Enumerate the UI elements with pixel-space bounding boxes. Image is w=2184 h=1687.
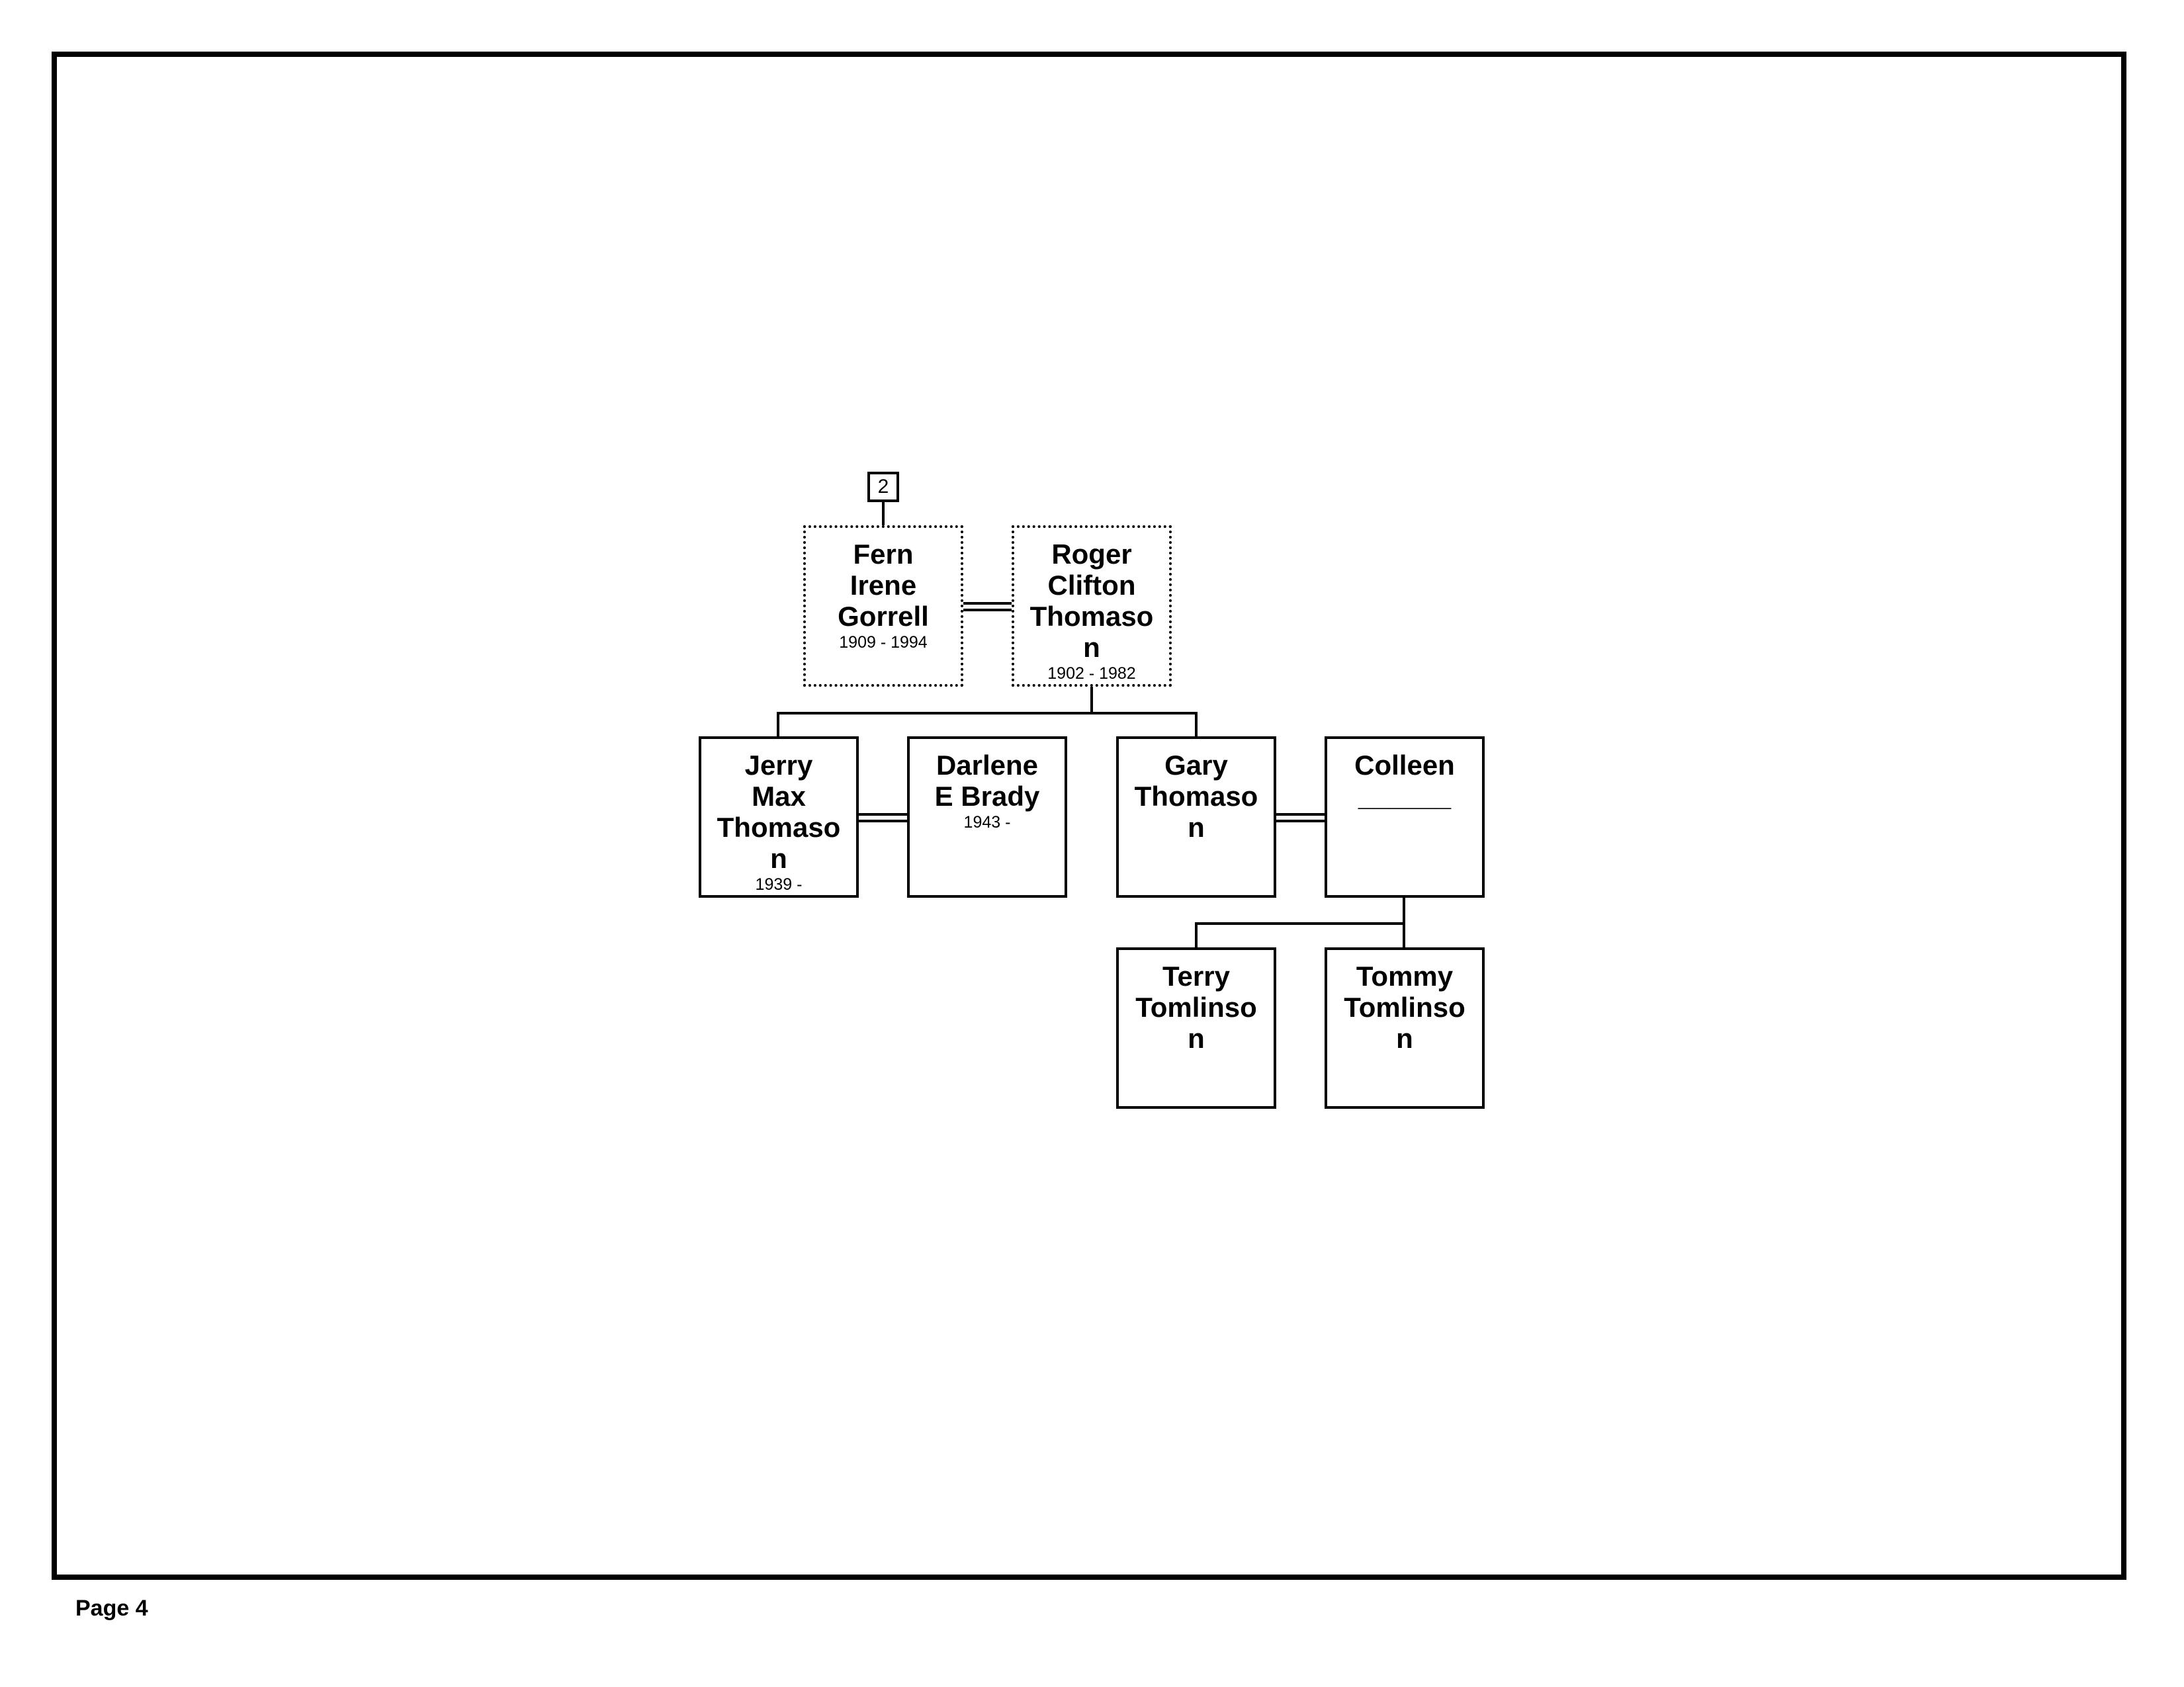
person-dates: 1943 - (963, 813, 1011, 832)
person-box-darlene-brady[interactable]: Darlene E Brady 1943 - (907, 736, 1067, 898)
marriage-line-jerry-darlene-top (858, 813, 908, 816)
person-box-gary-thomason[interactable]: Gary Thomaso n (1116, 736, 1276, 898)
person-name: Jerry Max Thomaso n (717, 750, 841, 874)
person-name: Colleen ______ (1354, 750, 1455, 812)
person-box-fern-gorrell[interactable]: Fern Irene Gorrell 1909 - 1994 (803, 525, 963, 687)
person-name: Roger Clifton Thomaso n (1029, 539, 1154, 663)
child-line-tommy (1403, 922, 1405, 949)
person-name: Tommy Tomlinso n (1344, 961, 1465, 1054)
person-name: Fern Irene Gorrell (838, 539, 929, 632)
child-line-jerry (777, 712, 779, 738)
person-name: Terry Tomlinso n (1135, 961, 1257, 1054)
marriage-line-gary-colleen-bottom (1276, 820, 1325, 822)
person-name: Gary Thomaso n (1134, 750, 1258, 843)
reference-marker[interactable]: 2 (867, 472, 899, 502)
marriage-line-fern-roger-bottom (962, 609, 1012, 611)
person-name: Darlene E Brady (934, 750, 1040, 812)
page-frame (52, 52, 2126, 1580)
descent-line-roger (1090, 686, 1093, 713)
person-box-tommy-tomlinson[interactable]: Tommy Tomlinso n (1325, 947, 1485, 1109)
sibling-bar-generation-3 (1195, 922, 1405, 925)
ref-connector-line (882, 501, 885, 526)
sibling-bar-generation-2 (777, 712, 1198, 714)
marriage-line-fern-roger-top (962, 602, 1012, 605)
person-dates: 1902 - 1982 (1047, 664, 1136, 683)
child-line-gary (1195, 712, 1198, 738)
person-box-roger-thomason[interactable]: Roger Clifton Thomaso n 1902 - 1982 (1012, 525, 1172, 687)
descent-line-colleen (1403, 896, 1405, 924)
person-dates: 1909 - 1994 (839, 633, 928, 652)
child-line-terry (1195, 922, 1198, 949)
marriage-line-jerry-darlene-bottom (858, 820, 908, 822)
person-box-jerry-thomason[interactable]: Jerry Max Thomaso n 1939 - (699, 736, 859, 898)
person-box-colleen[interactable]: Colleen ______ (1325, 736, 1485, 898)
marriage-line-gary-colleen-top (1276, 813, 1325, 816)
person-box-terry-tomlinson[interactable]: Terry Tomlinso n (1116, 947, 1276, 1109)
person-dates: 1939 - (755, 875, 803, 894)
page-number: Page 4 (75, 1596, 148, 1621)
